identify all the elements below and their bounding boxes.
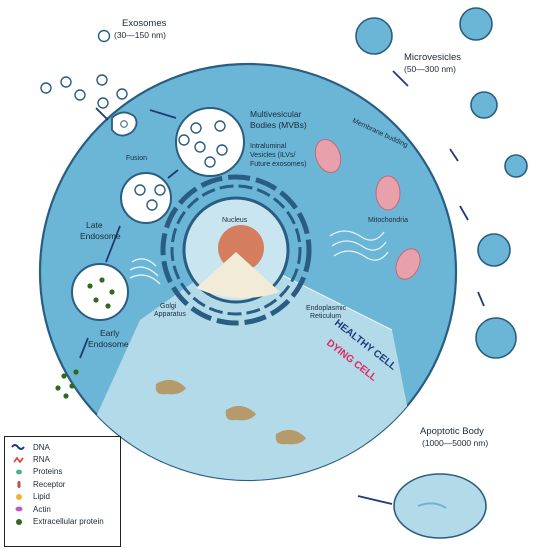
legend-label: Receptor xyxy=(33,479,66,489)
ilv-label-1: Intraluminal xyxy=(250,143,287,150)
nucleus-label: Nucleus xyxy=(222,217,248,224)
legend-label: Proteins xyxy=(33,467,63,477)
microvesicles-title: Microvesicles xyxy=(404,52,461,63)
legend-item-extracellular-protein: Extracellular protein xyxy=(10,515,116,527)
endoplasmic-reticulum xyxy=(329,230,389,261)
microvesicles-size: (50—300 nm) xyxy=(404,64,456,74)
proteins-icon xyxy=(10,467,28,477)
legend-label: RNA xyxy=(33,455,50,465)
mvb-label-1: Multivesicular xyxy=(250,109,302,119)
legend-label: Lipid xyxy=(33,492,50,502)
nucleus xyxy=(160,174,312,326)
exosomes-title: Exosomes xyxy=(122,18,167,29)
legend-label: DNA xyxy=(33,442,50,452)
er-label-2: Reticulum xyxy=(310,313,341,320)
apoptotic-body-size: (1000—5000 nm) xyxy=(422,438,488,448)
late-endosome xyxy=(120,172,172,224)
golgi-label-2: Apparatus xyxy=(154,311,186,318)
extracellular-protein-icon xyxy=(10,517,28,527)
nucleus-fragment xyxy=(196,252,280,299)
mitochondria xyxy=(314,139,421,280)
mitochondria-label: Mitochondria xyxy=(368,217,408,224)
fusion-label: Fusion xyxy=(126,155,147,162)
ilv-label-3: Future exosomes) xyxy=(250,161,306,168)
lipid-icon xyxy=(10,492,28,502)
fusion-notch xyxy=(111,111,138,137)
multivesicular-body xyxy=(175,107,245,177)
dna-icon xyxy=(10,442,28,452)
legend-item-receptor: Receptor xyxy=(10,478,116,490)
early-endosome xyxy=(71,263,129,321)
microvesicles xyxy=(355,7,528,359)
legend-item-lipid: Lipid xyxy=(10,491,116,503)
late-endosome-label-2: Endosome xyxy=(80,231,121,241)
er-label-1: Endoplasmic xyxy=(306,305,347,312)
receptor-icon xyxy=(10,479,28,489)
apoptotic-fragments xyxy=(155,379,306,445)
apoptotic-body-label: Apoptotic Body xyxy=(420,426,484,437)
actin-icon xyxy=(10,504,28,514)
legend-item-proteins: Proteins xyxy=(10,466,116,478)
legend: DNA RNA Proteins Receptor Lipid Actin Ex… xyxy=(4,436,121,547)
legend-label: Extracellular protein xyxy=(33,517,104,527)
early-endosome-label-1: Early xyxy=(100,328,120,338)
ilv-label-2: Vesicles (ILVs/ xyxy=(250,152,295,159)
dying-cell-region xyxy=(90,252,410,480)
early-endosome-label-2: Endosome xyxy=(88,339,129,349)
legend-item-rna: RNA xyxy=(10,453,116,465)
mvb-label-2: Bodies (MVBs) xyxy=(250,120,307,130)
golgi-apparatus xyxy=(129,258,161,285)
extracellular-proteins xyxy=(55,369,79,399)
legend-item-dna: DNA xyxy=(10,441,116,453)
late-endosome-label-1: Late xyxy=(86,220,103,230)
apoptotic-body-vesicle xyxy=(393,473,487,539)
legend-item-actin: Actin xyxy=(10,503,116,515)
golgi-label-1: Golgi xyxy=(160,303,177,310)
exosomes-size: (30—150 nm) xyxy=(114,30,166,40)
rna-icon xyxy=(10,455,28,465)
legend-label: Actin xyxy=(33,504,51,514)
process-arrows xyxy=(79,70,485,505)
exosomes xyxy=(40,29,128,109)
